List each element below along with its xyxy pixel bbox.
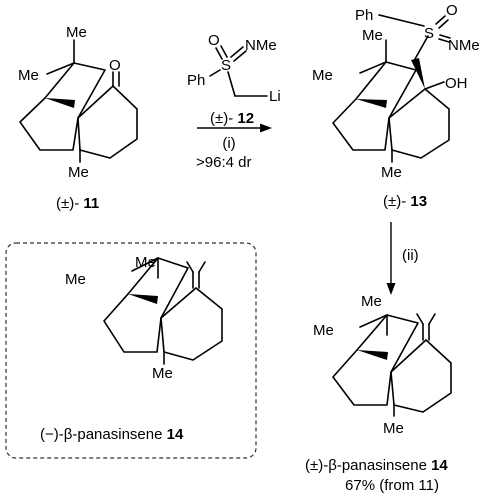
c13-ph-s-bond	[378, 14, 425, 27]
dashed-frame	[5, 242, 257, 459]
c14r-cyclobutane-bonds	[356, 314, 419, 373]
c14r-methyl-label-left: Me	[313, 322, 334, 339]
compound-11-label: (±)- 11	[56, 195, 99, 212]
c11-methyl-bond-left	[46, 62, 75, 75]
c11-bold-wedge-bond	[45, 98, 75, 108]
step-1-condition: (i)	[222, 135, 235, 152]
c14r-exo-methylene-c	[416, 313, 424, 325]
racemic-panasinsene: Me Me Me (±)-β-panasinsene 14 67% (from …	[305, 293, 452, 494]
compound-13-number: 13	[410, 193, 427, 210]
natural-panasinsene-prefix: (−)-β-panasinsene	[40, 426, 167, 443]
c12-lithium-label: Li	[269, 88, 281, 105]
c14n-methyl-label-left: Me	[65, 271, 86, 288]
c14r-bond-to-alkene-carbon	[390, 339, 427, 373]
c13-sulfur-label: S	[424, 25, 434, 42]
c13-oxygen-label: O	[446, 2, 458, 19]
c13-s-o-bond-b	[438, 19, 449, 29]
c12-phenyl-label: Ph	[187, 72, 205, 89]
c14r-methyl-bond-left	[359, 314, 388, 328]
c13-methyl-label-top: Me	[362, 27, 383, 44]
c11-ring-fusion-bond	[77, 117, 81, 151]
c14n-cyclohexane-ring	[163, 287, 223, 361]
compound-13-prefix: (±)-	[383, 193, 410, 210]
c11-cyclopentane-ring	[19, 97, 79, 151]
overall-yield: 67% (from 11)	[345, 477, 439, 494]
c14n-ring-fusion-bond	[160, 317, 165, 353]
racemic-panasinsene-label: (±)-β-panasinsene 14	[305, 457, 448, 474]
c14n-exo-methylene-c	[186, 261, 194, 273]
reagent-12-number: 12	[237, 110, 254, 127]
c14r-methyl-label-top: Me	[361, 293, 382, 310]
c13-phenyl-label: Ph	[355, 7, 373, 24]
c14n-bold-wedge-bond	[128, 294, 158, 304]
c14n-cyclobutane-bonds	[127, 257, 189, 319]
c13-methyl-label-bottom: Me	[381, 164, 402, 181]
c14n-methyl-bond-left	[131, 257, 159, 272]
c11-bond-to-carbonyl	[77, 85, 114, 119]
c14r-methyl-label-bottom: Me	[383, 420, 404, 437]
c12-s-n-bond-a	[230, 46, 244, 58]
reagent-12-structure: O S NMe Ph Li	[187, 32, 281, 105]
c13-cyclohexane-ring	[391, 88, 450, 159]
c13-bond-to-carbinol	[388, 88, 426, 119]
c11-cyclobutane-bonds	[44, 62, 106, 119]
reagent-12-label: (±)- 12	[210, 110, 254, 127]
c12-sulfur-label: S	[221, 57, 231, 74]
c13-ch2-wedge-bond	[411, 58, 425, 89]
c13-nme-label: NMe	[448, 37, 480, 54]
step-1-diastereoselectivity: >96:4 dr	[196, 154, 251, 171]
c14r-cyclopentane-ring	[332, 349, 392, 406]
c12-s-ph-bond	[209, 69, 221, 77]
c11-cyclohexane-ring	[79, 85, 138, 159]
compound-11-prefix: (±)-	[56, 195, 83, 212]
c12-nme-label: NMe	[245, 37, 277, 54]
c12-oxygen-label: O	[208, 32, 220, 49]
reaction-arrow-step-2: (ii)	[386, 222, 419, 295]
c13-ring-fusion-bond	[388, 117, 393, 151]
c13-methyl-bond-left	[359, 61, 387, 74]
c11-methyl-label-top: Me	[66, 24, 87, 41]
racemic-panasinsene-prefix: (±)-β-panasinsene	[305, 457, 431, 474]
c14n-exo-methylene-d	[198, 261, 206, 273]
racemic-panasinsene-number: 14	[431, 457, 448, 474]
compound-11-structure: Me Me Me O (±)- 11	[18, 24, 138, 212]
c13-methyl-label-left: Me	[312, 67, 333, 84]
compound-11-number: 11	[83, 195, 99, 212]
c12-s-ch2-bond	[227, 71, 236, 97]
c14n-bond-to-alkene-carbon	[160, 287, 197, 319]
c13-ch2-s-bond	[414, 35, 429, 60]
c11-methyl-label-left: Me	[18, 67, 39, 84]
compound-13-label: (±)- 13	[383, 193, 427, 210]
step-2-condition: (ii)	[402, 247, 419, 264]
c12-s-n-bond-b	[233, 50, 247, 62]
c13-cyclopentane-ring	[332, 98, 390, 151]
c13-s-o-bond-a	[435, 15, 446, 25]
arrow-2-head	[386, 283, 396, 295]
c14n-cyclopentane-ring	[103, 293, 162, 353]
arrow-1-head	[260, 123, 272, 133]
natural-panasinsene-label: (−)-β-panasinsene 14	[40, 426, 184, 443]
c14r-ring-fusion-bond	[390, 371, 395, 406]
c14r-bold-wedge-bond	[357, 350, 388, 360]
c11-ketone-oxygen-label: O	[109, 57, 121, 74]
c14r-exo-methylene-d	[428, 313, 436, 325]
c13-s-n-bond-b	[438, 38, 450, 43]
c11-methyl-label-bottom: Me	[68, 164, 89, 181]
reaction-arrow-step-1: (±)- 12 (i) >96:4 dr	[196, 110, 272, 171]
c13-bold-wedge-bond	[356, 99, 387, 108]
c12-s-o-bond-b	[220, 45, 228, 58]
c13-c-oh-bond	[424, 81, 445, 90]
natural-panasinsene-box: Me Me Me (−)-β-panasinsene 14	[5, 242, 257, 459]
c14n-methyl-label-top: Me	[135, 254, 156, 271]
c14r-cyclohexane-ring	[393, 339, 452, 413]
c14n-methyl-label-bottom: Me	[152, 365, 173, 382]
compound-13-structure: Ph S O NMe OH Me Me Me (±)- 13	[312, 2, 480, 210]
c12-s-o-bond-a	[215, 47, 223, 60]
c13-hydroxyl-label: OH	[445, 75, 468, 92]
c13-s-n-bond-a	[439, 34, 451, 39]
reagent-12-prefix: (±)-	[210, 110, 237, 127]
natural-panasinsene-number: 14	[167, 426, 184, 443]
c13-cyclobutane-bonds	[355, 61, 417, 119]
